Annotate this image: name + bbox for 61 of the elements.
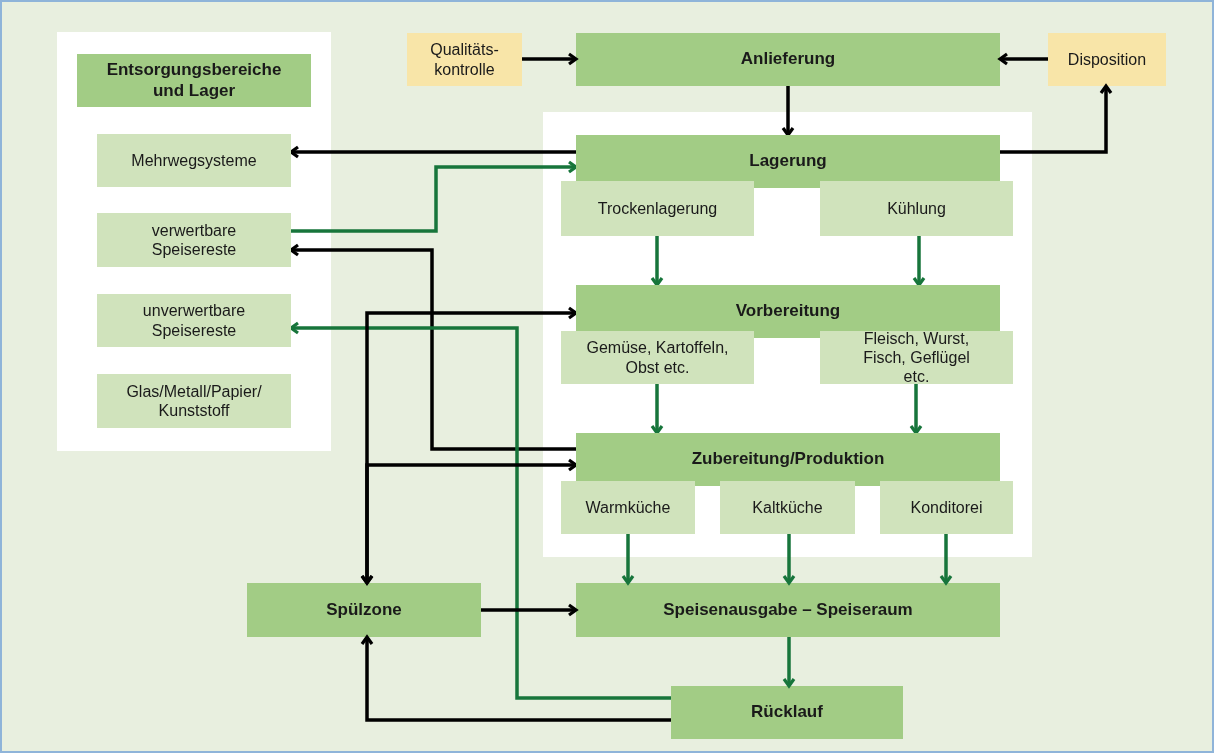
box-label: Disposition — [1067, 49, 1147, 70]
panel-background — [57, 32, 331, 451]
arrow — [1000, 84, 1113, 154]
box-label: Trockenlagerung — [597, 198, 718, 219]
box-label: Kühlung — [887, 198, 946, 219]
process-box — [576, 33, 1000, 86]
box-label: Glas/Metall/Papier/ Kunststoff — [125, 381, 263, 421]
sub-process-box — [97, 134, 291, 187]
sub-process-box — [820, 181, 1013, 236]
process-box — [671, 686, 903, 739]
input-box — [407, 33, 522, 86]
box-label: Kaltküche — [752, 497, 823, 518]
arrow — [360, 635, 671, 722]
box-label: verwertbare Speisereste — [150, 220, 238, 260]
box-label: Rücklauf — [751, 702, 823, 723]
sub-process-box — [820, 331, 1013, 384]
box-label: Gemüse, Kartoffeln, Obst etc. — [585, 338, 730, 377]
process-box — [77, 54, 311, 107]
box-label: unverwertbare Speisereste — [141, 301, 247, 340]
sub-process-box — [97, 294, 291, 347]
sub-process-box — [97, 374, 291, 428]
arrow — [289, 321, 671, 700]
arrow — [522, 52, 578, 66]
arrow — [781, 86, 795, 137]
arrow — [939, 534, 953, 585]
arrow — [782, 637, 796, 688]
box-label: Warmküche — [585, 497, 671, 518]
box-label: Speisenausgabe – Speiseraum — [663, 599, 913, 621]
box-label: Lagerung — [749, 151, 827, 172]
arrow — [289, 145, 576, 159]
box-label: Konditorei — [910, 497, 983, 518]
box-label: Vorbereitung — [735, 301, 841, 322]
arrow — [650, 384, 664, 435]
arrow — [621, 534, 635, 585]
arrow — [291, 160, 578, 233]
sub-process-box — [97, 213, 291, 267]
arrow — [481, 603, 578, 617]
sub-process-box — [880, 481, 1013, 534]
box-label: Zubereitung/Produktion — [691, 449, 885, 470]
arrow — [650, 236, 664, 287]
arrow — [912, 236, 926, 287]
arrow — [909, 384, 923, 435]
box-label: Spülzone — [326, 599, 402, 621]
process-box — [576, 433, 1000, 486]
box-label: Fleisch, Wurst, Fisch, Geflügel etc. — [862, 328, 971, 387]
box-label: Qualitäts- kontrolle — [429, 40, 500, 79]
arrow — [782, 534, 796, 585]
process-box — [247, 583, 481, 637]
sub-process-box — [561, 481, 695, 534]
box-label: Entsorgungsbereiche und Lager — [106, 60, 282, 101]
box-label: Anlieferung — [740, 49, 836, 70]
panel-background — [543, 112, 1032, 557]
sub-process-box — [561, 331, 754, 384]
sub-process-box — [720, 481, 855, 534]
sub-process-box — [561, 181, 754, 236]
arrow — [289, 243, 576, 451]
arrow — [998, 52, 1048, 66]
process-box — [576, 583, 1000, 637]
arrow — [360, 458, 578, 585]
box-label: Mehrwegsysteme — [131, 150, 257, 171]
input-box — [1048, 33, 1166, 86]
